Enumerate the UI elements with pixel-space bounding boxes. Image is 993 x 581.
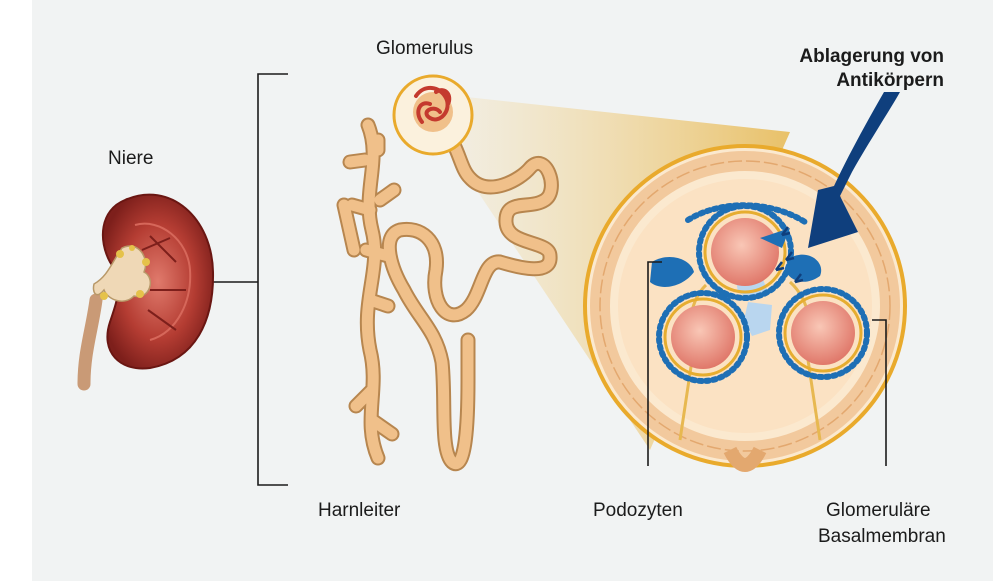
glomerulus-small (394, 76, 472, 154)
label-gbm-line1: Glomeruläre (826, 500, 931, 522)
label-podocytes: Podozyten (593, 500, 683, 522)
nephron-illustration (344, 125, 551, 464)
label-antibody-line1: Ablagerung von (799, 46, 944, 67)
glomerulus-cross-section (585, 146, 905, 466)
label-ureter: Harnleiter (318, 500, 400, 522)
bracket (258, 74, 288, 485)
kidney-illustration (84, 195, 213, 384)
label-glomerulus: Glomerulus (376, 38, 473, 60)
label-antibody-line2: Antikörpern (836, 70, 944, 91)
label-gbm-line2: Basalmembran (818, 526, 946, 548)
label-kidney: Niere (108, 148, 153, 170)
